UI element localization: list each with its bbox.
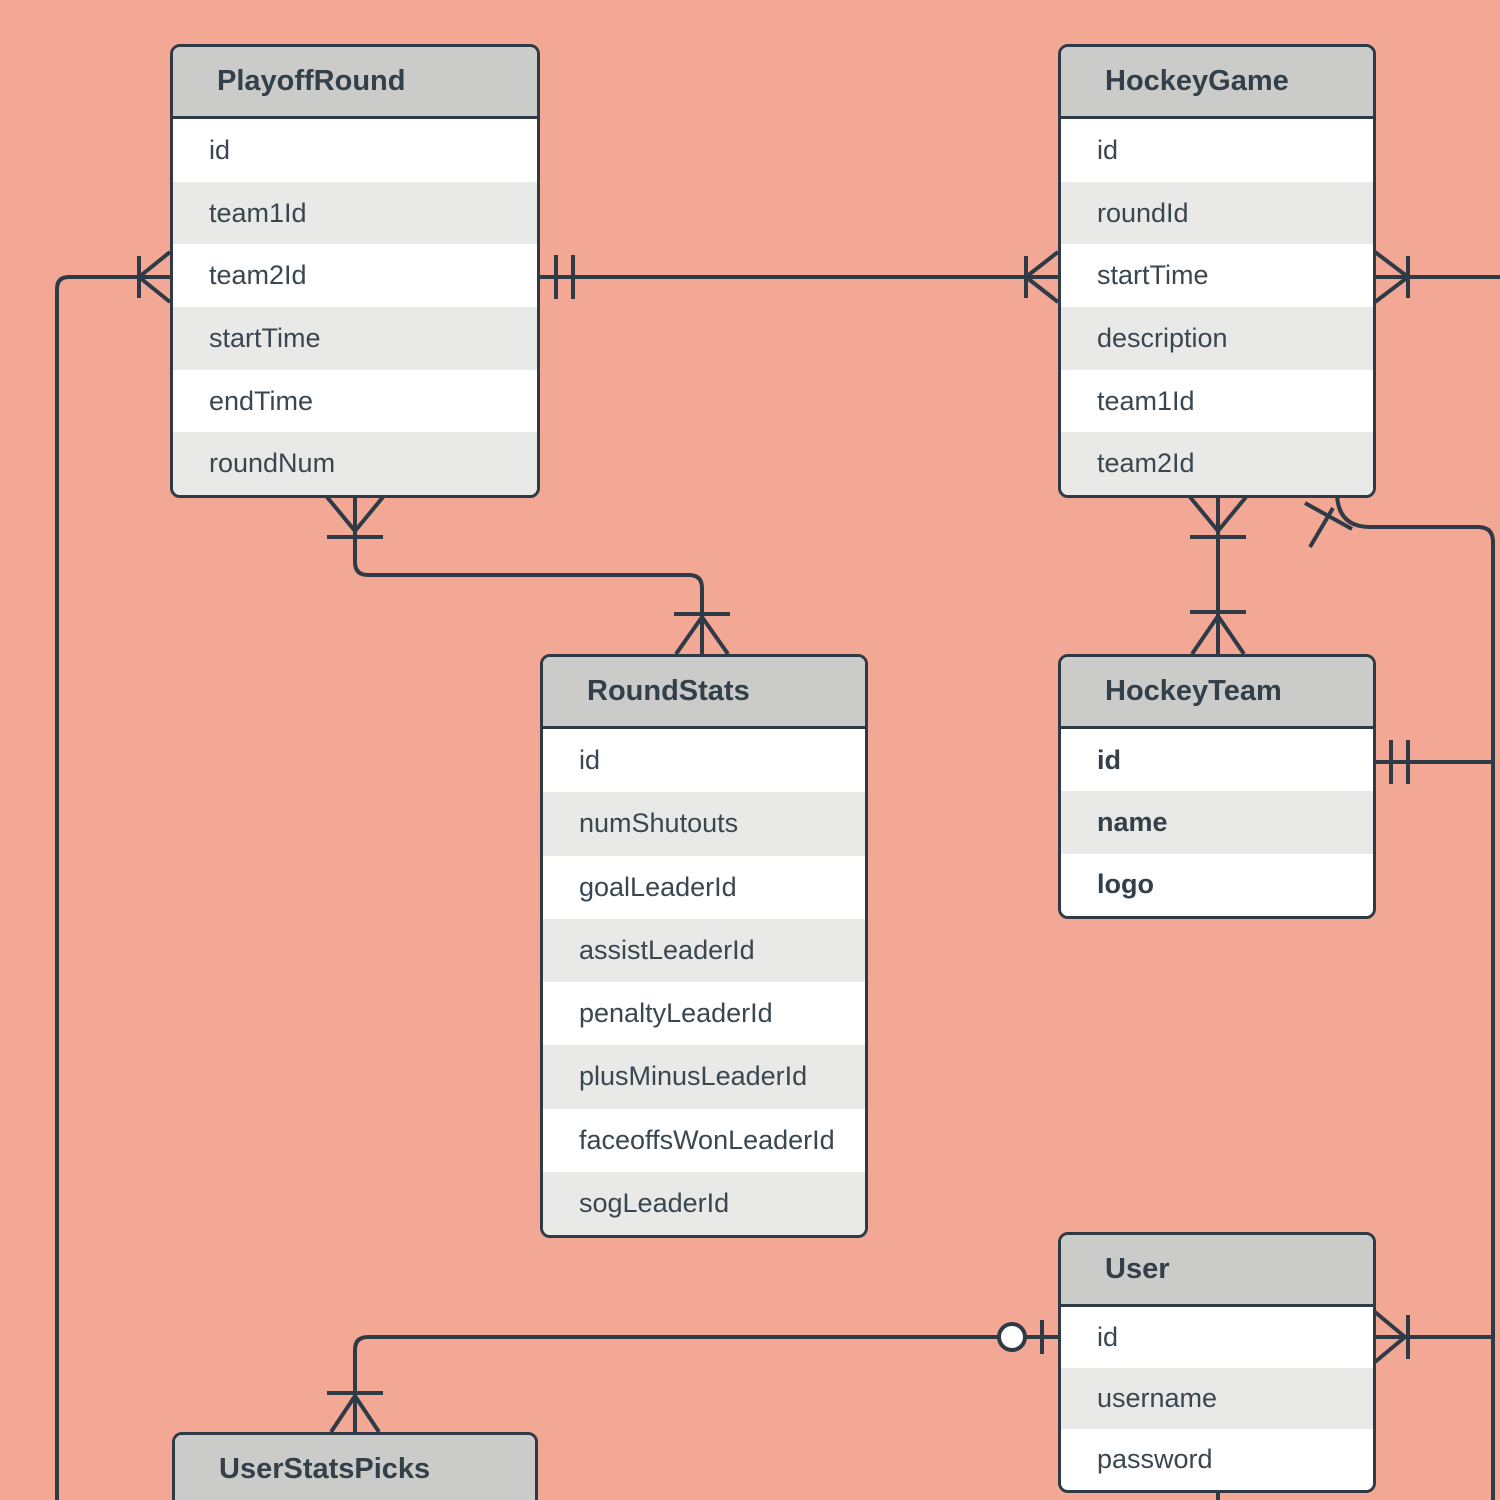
connector-hockeygame-hockeyteam[interactable] (1188, 495, 1248, 656)
entity-title: RoundStats (543, 657, 865, 729)
field-row: roundId (1061, 181, 1373, 245)
field-row: id (1061, 119, 1373, 182)
field-row: team2Id (173, 244, 537, 308)
cardinality-one-bar-icon (1308, 506, 1335, 549)
field-row: team1Id (173, 181, 537, 245)
field-row: startTime (1061, 244, 1373, 308)
field-row: assistLeaderId (543, 918, 865, 982)
connector-hockeyteam-right[interactable] (1375, 740, 1493, 784)
entity-title: PlayoffRound (173, 47, 537, 119)
connector-playoffround-roundstats[interactable] (325, 495, 730, 656)
field-row: goalLeaderId (543, 855, 865, 919)
entity-hockeygame[interactable]: HockeyGame id roundId startTime descript… (1058, 44, 1376, 498)
crowsfoot-many-icon (325, 495, 385, 533)
entity-playoffround[interactable]: PlayoffRound id team1Id team2Id startTim… (170, 44, 540, 498)
field-row: logo (1061, 853, 1373, 916)
entity-fields: id name logo (1061, 729, 1373, 916)
field-row: numShutouts (543, 792, 865, 856)
crowsfoot-many-icon (1373, 250, 1410, 304)
entity-title: UserStatsPicks (175, 1435, 535, 1500)
field-row: roundNum (173, 432, 537, 495)
field-row: password (1061, 1429, 1373, 1490)
crowsfoot-many-icon (1373, 1310, 1407, 1364)
entity-fields: id username password (1061, 1307, 1373, 1490)
entity-fields: id team1Id team2Id startTime endTime rou… (173, 119, 537, 495)
entity-fields: id roundId startTime description team1Id… (1061, 119, 1373, 495)
field-row: team2Id (1061, 432, 1373, 495)
connector-playoffround-hockeygame[interactable] (540, 250, 1060, 304)
entity-user[interactable]: User id username password (1058, 1232, 1376, 1493)
entity-title: User (1061, 1235, 1373, 1307)
field-row: name (1061, 791, 1373, 854)
entity-fields: id numShutouts goalLeaderId assistLeader… (543, 729, 865, 1235)
crowsfoot-many-icon (329, 1394, 381, 1434)
field-row: penaltyLeaderId (543, 982, 865, 1046)
entity-hockeyteam[interactable]: HockeyTeam id name logo (1058, 654, 1376, 919)
field-row: id (1061, 729, 1373, 792)
field-row: sogLeaderId (543, 1171, 865, 1235)
crowsfoot-many-icon (674, 615, 730, 656)
field-row: username (1061, 1368, 1373, 1429)
field-row: team1Id (1061, 369, 1373, 433)
field-row: id (1061, 1307, 1373, 1368)
entity-userstatspicks[interactable]: UserStatsPicks (172, 1432, 538, 1500)
entity-title: HockeyTeam (1061, 657, 1373, 729)
crowsfoot-many-icon (1304, 501, 1353, 531)
field-row: id (173, 119, 537, 182)
field-row: id (543, 729, 865, 793)
connector-playoffround-left-trunk[interactable] (55, 250, 172, 1500)
crowsfoot-many-icon (137, 250, 172, 304)
connector-hockeygame-right[interactable] (1373, 250, 1500, 304)
cardinality-zero-circle-icon (997, 1322, 1027, 1352)
field-row: faceoffsWonLeaderId (543, 1108, 865, 1172)
cardinality-one-and-only-one-icon (1389, 740, 1410, 784)
field-row: description (1061, 307, 1373, 370)
entity-title: HockeyGame (1061, 47, 1373, 119)
field-row: endTime (173, 369, 537, 433)
connector-user-right[interactable] (1373, 1310, 1493, 1364)
crowsfoot-many-icon (1190, 614, 1246, 656)
entity-roundstats[interactable]: RoundStats id numShutouts goalLeaderId a… (540, 654, 868, 1238)
field-row: startTime (173, 307, 537, 370)
field-row: plusMinusLeaderId (543, 1045, 865, 1109)
connector-userstatspicks-user[interactable] (327, 1320, 1058, 1434)
crowsfoot-many-icon (1024, 250, 1060, 304)
crowsfoot-many-icon (1188, 495, 1248, 533)
cardinality-one-and-only-one-icon (554, 255, 575, 299)
